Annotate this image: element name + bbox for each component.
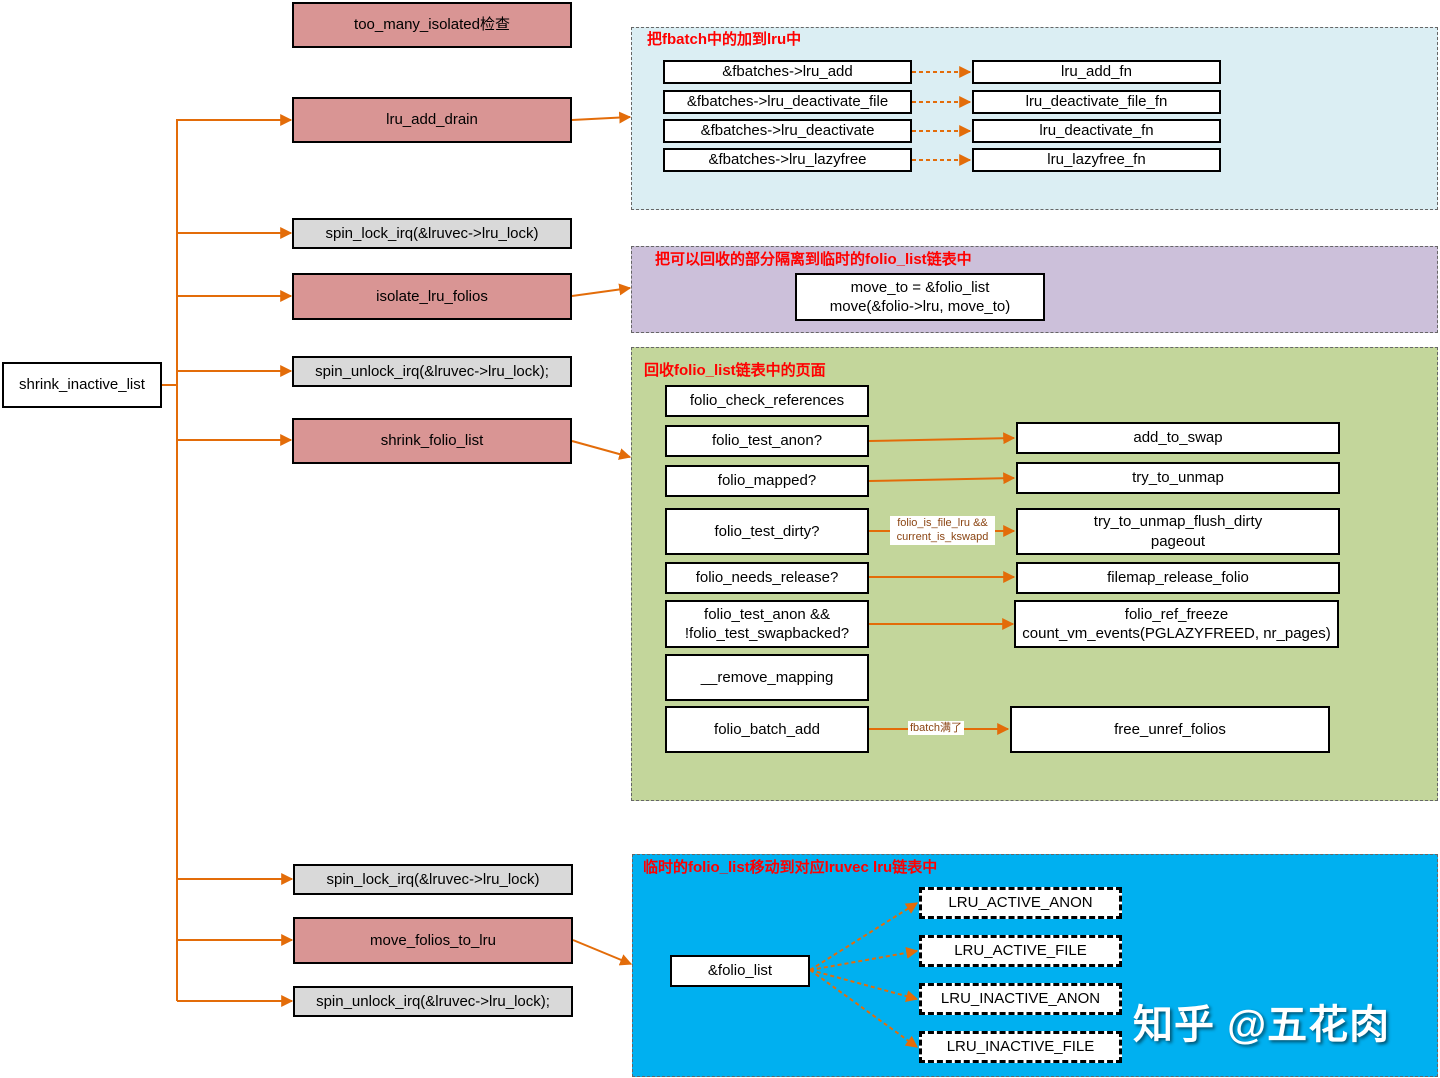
fn-lru-deactivate-file: lru_deactivate_file_fn xyxy=(972,90,1221,114)
region-title-shrink: 回收folio_list链表中的页面 xyxy=(644,362,826,379)
fbatch-lru-lazyfree: &fbatches->lru_lazyfree xyxy=(663,148,912,172)
link-shrink-region xyxy=(571,440,632,460)
root-shrink-inactive-list: shrink_inactive_list xyxy=(2,362,162,408)
region-title-move: 临时的folio_list移动到对应lruvec lru链表中 xyxy=(643,859,938,876)
fbatch-lru-deactivate-file: &fbatches->lru_deactivate_file xyxy=(663,90,912,114)
region-lru-add-drain xyxy=(631,27,1438,210)
folio-list-source: &folio_list xyxy=(670,955,810,987)
check-folio-batch-add: folio_batch_add xyxy=(665,706,869,753)
condition-fbatch-full-label: fbatch满了 xyxy=(908,721,964,736)
check-lazyfree: folio_test_anon && !folio_test_swapbacke… xyxy=(665,600,869,648)
link-move-region xyxy=(572,939,633,966)
link-lru-add-region xyxy=(571,111,632,124)
fn-lru-lazyfree: lru_lazyfree_fn xyxy=(972,148,1221,172)
action-try-to-unmap: try_to_unmap xyxy=(1016,462,1340,494)
step-spin-unlock-2: spin_unlock_irq(&lruvec->lru_lock); xyxy=(293,986,573,1017)
step-lru-add-drain: lru_add_drain xyxy=(292,97,572,143)
region-title-isolate: 把可以回收的部分隔离到临时的folio_list链表中 xyxy=(655,251,972,268)
lru-inactive-anon: LRU_INACTIVE_ANON xyxy=(919,983,1122,1015)
action-filemap-release-folio: filemap_release_folio xyxy=(1016,562,1340,594)
fbatch-lru-add: &fbatches->lru_add xyxy=(663,60,912,84)
action-add-to-swap: add_to_swap xyxy=(1016,422,1340,454)
condition-kswapd-label: folio_is_file_lru && current_is_kswapd xyxy=(890,516,995,545)
check-folio-test-anon: folio_test_anon? xyxy=(665,425,869,457)
step-spin-lock-1: spin_lock_irq(&lruvec->lru_lock) xyxy=(292,218,572,249)
check-folio-mapped: folio_mapped? xyxy=(665,465,869,497)
fn-lru-deactivate: lru_deactivate_fn xyxy=(972,119,1221,143)
check-folio-test-dirty: folio_test_dirty? xyxy=(665,508,869,555)
step-shrink-folio-list: shrink_folio_list xyxy=(292,418,572,464)
action-pageout: try_to_unmap_flush_dirty pageout xyxy=(1016,508,1340,555)
step-isolate-lru-folios: isolate_lru_folios xyxy=(292,273,572,320)
zhihu-watermark: 知乎 @五花肉 xyxy=(1133,1003,1391,1047)
action-free-unref-folios: free_unref_folios xyxy=(1010,706,1330,753)
step-move-folios-to-lru: move_folios_to_lru xyxy=(293,917,573,964)
check-remove-mapping: __remove_mapping xyxy=(665,654,869,701)
link-isolate-region xyxy=(571,283,632,297)
isolate-move-code: move_to = &folio_list move(&folio->lru, … xyxy=(795,273,1045,321)
region-title-lru-add: 把fbatch中的加到lru中 xyxy=(647,31,802,48)
fn-lru-add: lru_add_fn xyxy=(972,60,1221,84)
step-too-many-isolated: too_many_isolated检查 xyxy=(292,2,572,48)
fbatch-lru-deactivate: &fbatches->lru_deactivate xyxy=(663,119,912,143)
check-folio-needs-release: folio_needs_release? xyxy=(665,562,869,594)
lru-active-anon: LRU_ACTIVE_ANON xyxy=(919,887,1122,919)
action-folio-ref-freeze: folio_ref_freeze count_vm_events(PGLAZYF… xyxy=(1014,600,1339,648)
lru-active-file: LRU_ACTIVE_FILE xyxy=(919,935,1122,967)
lru-inactive-file: LRU_INACTIVE_FILE xyxy=(919,1031,1122,1063)
step-spin-unlock-1: spin_unlock_irq(&lruvec->lru_lock); xyxy=(292,356,572,387)
step-spin-lock-2: spin_lock_irq(&lruvec->lru_lock) xyxy=(293,864,573,895)
check-folio-check-references: folio_check_references xyxy=(665,385,869,417)
